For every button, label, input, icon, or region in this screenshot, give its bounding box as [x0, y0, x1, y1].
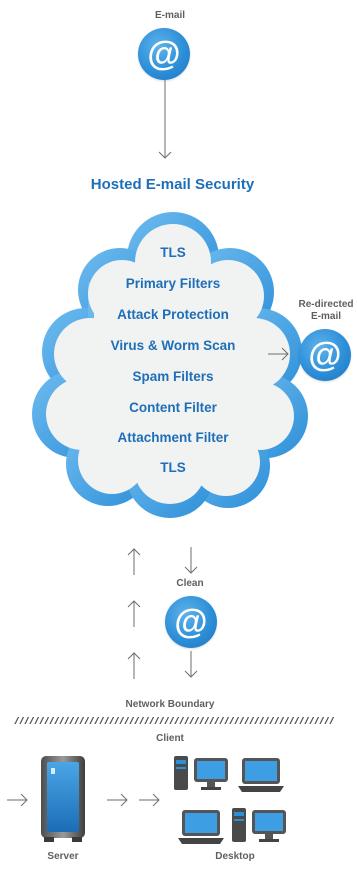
cloud-item-virus-worm-scan: Virus & Worm Scan — [110, 338, 236, 353]
at-icon: @ — [174, 603, 208, 641]
arrow-right-icon — [139, 793, 160, 807]
arrow-right-icon — [107, 793, 128, 807]
cloud-item-primary-filters: Primary Filters — [125, 276, 221, 291]
desktop-computer-icon — [232, 808, 286, 842]
desktop-label: Desktop — [215, 851, 255, 862]
client-label: Client — [156, 733, 184, 744]
page-title: Hosted E-mail Security — [90, 176, 255, 193]
arrow-up-icon — [127, 548, 141, 575]
clean-email-icon: @ — [165, 596, 217, 648]
arrow-down-icon — [184, 547, 198, 574]
network-boundary-label: Network Boundary — [125, 699, 215, 710]
server-label: Server — [47, 851, 79, 862]
arrow-down-icon — [184, 651, 198, 678]
at-icon: @ — [147, 35, 181, 73]
at-icon: @ — [308, 336, 342, 374]
laptop-icon — [178, 810, 224, 844]
arrow-up-icon — [127, 652, 141, 679]
cloud-item-tls-bottom: TLS — [160, 460, 186, 475]
cloud-item-spam-filters: Spam Filters — [132, 369, 214, 384]
cloud-item-tls-top: TLS — [160, 245, 186, 260]
cloud-item-attachment-filter: Attachment Filter — [117, 430, 229, 445]
arrow-right-icon — [268, 347, 289, 361]
desktop-computer-icon — [174, 756, 228, 790]
arrow-up-icon — [127, 600, 141, 627]
server-icon — [41, 756, 85, 842]
email-top-label: E-mail — [154, 10, 185, 21]
laptop-icon — [238, 758, 284, 792]
cloud-shape — [32, 212, 308, 518]
arrow-down-icon — [158, 80, 172, 159]
email-top-icon: @ — [138, 28, 190, 80]
redirected-email-icon: @ — [299, 329, 351, 381]
redirected-label-line2: E-mail — [310, 311, 341, 322]
cloud-item-attack-protection: Attack Protection — [117, 307, 229, 322]
network-boundary-hatch — [14, 717, 334, 724]
clean-label: Clean — [176, 578, 204, 589]
cloud-item-content-filter: Content Filter — [129, 400, 217, 415]
arrow-right-icon — [7, 793, 28, 807]
redirected-label-line1: Re-directed — [298, 299, 354, 310]
